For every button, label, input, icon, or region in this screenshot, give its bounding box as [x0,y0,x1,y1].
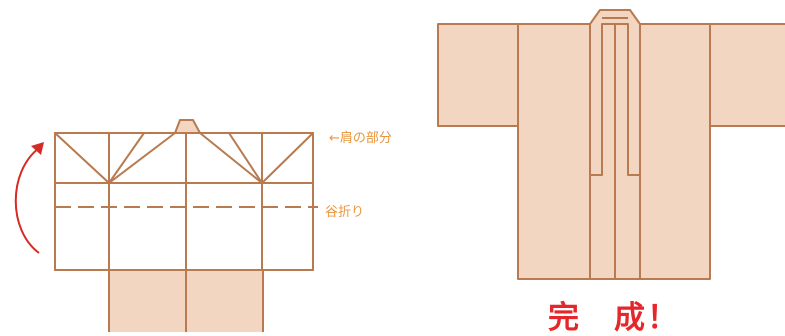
complete-label: 完 成！ [548,300,680,336]
coat-inner-lines [589,17,641,279]
shoulder-diagonals [54,132,314,184]
fold-arrow [14,147,40,254]
main-panel [54,132,314,271]
completed-coat [437,9,785,280]
collar [589,9,641,176]
collar-tab [174,119,201,134]
right-sleeve [709,23,785,127]
left-sleeve [437,23,521,127]
valley-fold-label: 谷折り [325,205,365,220]
folding-step [14,119,318,332]
shoulder-label: ←肩の部分 [329,131,392,146]
fold-arrow-head [31,142,44,155]
